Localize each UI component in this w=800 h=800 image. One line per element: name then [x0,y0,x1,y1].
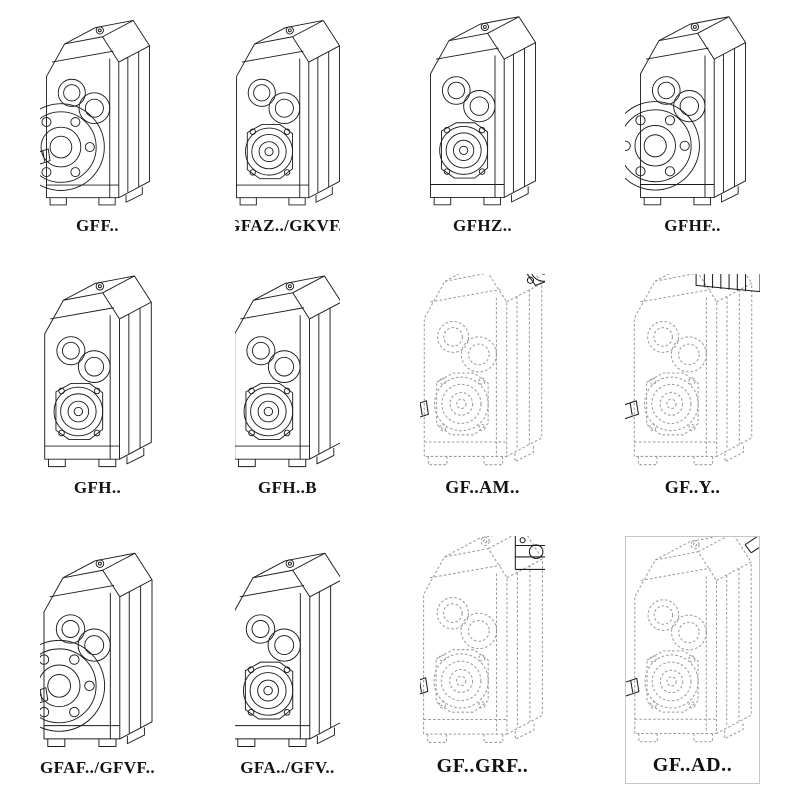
hollow-shaft-bearing [53,382,103,441]
product-cell-gff: GFF.. [40,16,155,242]
gearbox-flange-shaft-drawing [40,552,152,747]
motor-block [695,274,760,293]
product-cell-gfhf: GFHF.. [625,16,760,242]
product-label: GFHZ.. [452,216,513,235]
gearbox-housing-ghost [422,536,543,743]
product-label: GFAZ../GKVF.. [235,216,340,235]
gearbox-hollow-drawing [43,275,152,468]
gearbox-ghost-ad-drawing [626,537,759,743]
product-cell-gfa-gfv: GFA../GFV.. [235,536,340,784]
hollow-shaft-bearing-ghost [643,650,699,713]
gearbox-housing [235,552,340,747]
hollow-shaft-bearing [242,661,293,720]
gearbox-housing-ghost [423,274,542,466]
output-flange [625,101,700,191]
product-label: GFH.. [73,478,122,497]
hollow-shaft-bearing [243,382,293,441]
hollow-shaft-bearing-ghost [433,372,489,436]
input-flange-adapter [518,274,545,286]
gearbox-flange-shaft-drawing [40,20,150,206]
gearbox-housing [235,20,340,206]
product-label: GF..GRF.. [436,755,529,777]
hollow-shaft-bearing-ghost [433,649,489,713]
output-shaft [625,400,639,427]
hollow-shaft-bearing [244,124,293,180]
product-cell-gf-am: GF..AM.. [420,274,545,504]
gearbox-hollow-drawing [235,20,340,206]
gearbox-hollow-drawing [235,552,340,747]
product-cell-gfaz-gkvf: GFAZ../GKVF.. [235,16,340,242]
gearbox-ghost-motor-drawing [625,274,760,466]
product-label: GF..AM.. [445,477,520,497]
gearbox-hollow-drawing [429,16,536,206]
gearbox-ghost-am-drawing [420,274,545,466]
gearbox-housing [429,16,536,206]
product-cell-gfaf-gfvf: GFAF../GFVF.. [40,536,155,784]
gearbox-housing-ghost [633,537,752,743]
gearbox-housing [639,16,746,206]
gearbox-housing [43,552,152,747]
product-cell-gf-ad: GF..AD.. [625,536,760,784]
gearbox-housing [235,275,340,468]
output-shaft [420,677,428,704]
product-cell-gfh-b: GFH..B [235,274,340,504]
product-label: GFAF../GFVF.. [40,758,155,777]
output-shaft [626,677,639,704]
product-cell-gfh: GFH.. [40,274,155,504]
gearbox-housing-ghost [633,274,752,466]
product-label: GFH..B [257,478,318,497]
product-label: GFHF.. [664,216,721,235]
gearbox-hollow-drawing [235,275,340,468]
gearbox-housing [43,275,152,468]
product-cell-gf-y: GF..Y.. [625,274,760,504]
product-label: GF..Y.. [664,477,721,497]
output-flange [40,103,105,191]
input-shaft-stub [744,537,759,554]
product-label: GFF.. [76,216,119,235]
hollow-shaft-bearing [438,122,488,179]
output-flange [40,639,105,732]
hollow-shaft-bearing-ghost [643,372,699,436]
product-label: GF..AD.. [652,754,733,776]
gearbox-housing [45,20,150,206]
gearbox-flange-hollow-drawing [625,16,746,206]
product-label: GFA../GFV.. [240,758,335,777]
product-cell-gfhz: GFHZ.. [420,16,545,242]
product-cell-gf-grf: GF..GRF.. [420,536,545,784]
gearbox-ghost-grf-drawing [420,536,545,743]
